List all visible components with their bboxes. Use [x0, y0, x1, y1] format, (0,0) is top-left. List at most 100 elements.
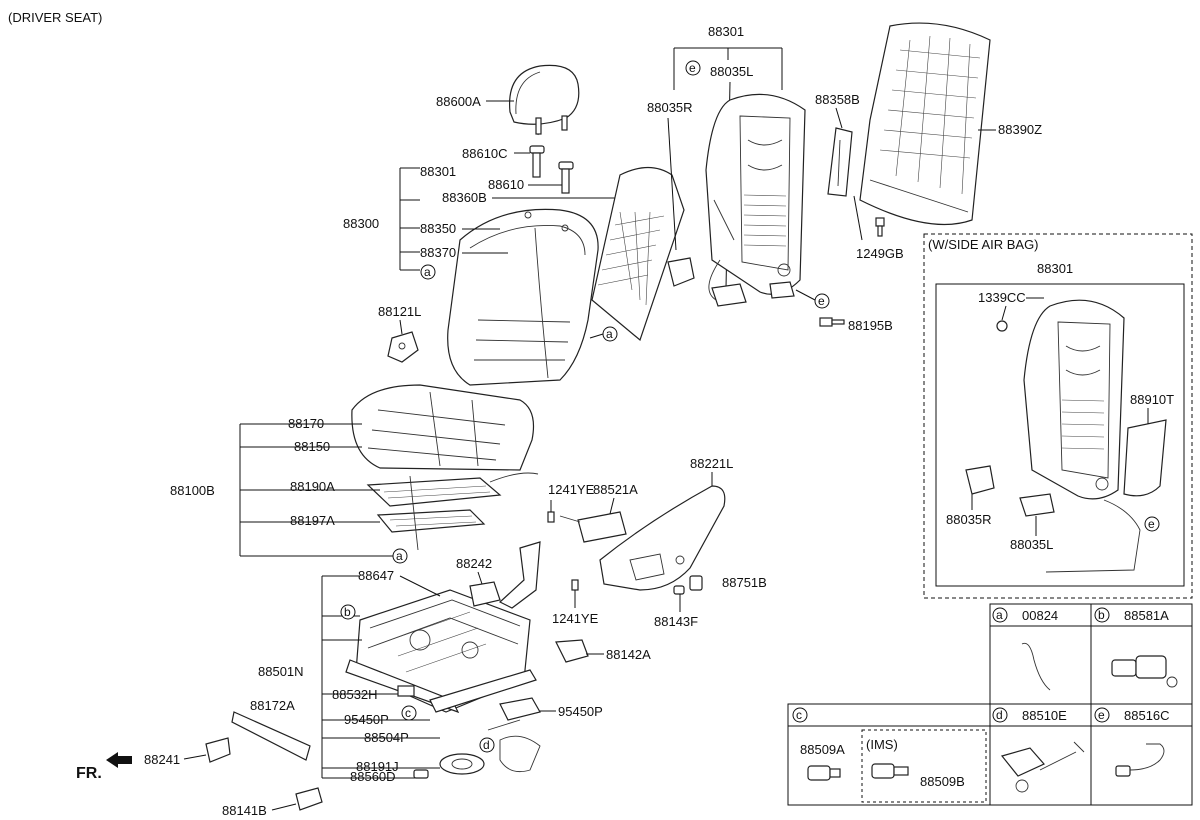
seatback-cushion-drawing: [447, 208, 599, 386]
label-88195B: 88195B: [848, 318, 893, 333]
table-part-ims: 88509B: [920, 774, 965, 789]
label-88143F: 88143F: [654, 614, 698, 629]
label-88241: 88241: [144, 752, 180, 767]
callout-a-2: a: [606, 327, 613, 341]
label-95450P-b: 95450P: [558, 704, 603, 719]
trim-88358B-drawing: [827, 127, 853, 197]
label-88170: 88170: [288, 416, 324, 431]
trim-88172A-drawing: [231, 711, 311, 761]
table-part-e: 88516C: [1124, 708, 1170, 723]
label-88532H: 88532H: [332, 687, 378, 702]
label-88910T: 88910T: [1130, 392, 1174, 407]
backboard-88390Z-drawing: [859, 22, 991, 226]
switch-88509A-icon: [807, 765, 841, 781]
cover-88242-drawing: [469, 541, 541, 609]
label-88301-sab: 88301: [1037, 261, 1073, 276]
table-callout-c: c: [796, 708, 802, 722]
label-88301-top: 88301: [708, 24, 744, 39]
label-88100B: 88100B: [170, 483, 215, 498]
label-1241YE-b: 1241YE: [552, 611, 599, 626]
label-95450P-a: 95450P: [344, 712, 389, 727]
table-callout-b: b: [1098, 608, 1105, 622]
bracket-88301-top: [673, 47, 783, 90]
lower-parts-drawing: [413, 719, 541, 779]
callout-c-1: c: [405, 706, 411, 720]
table-callout-d: d: [996, 708, 1003, 722]
heater-mat-drawing: [591, 166, 685, 342]
callout-e-1: e: [689, 61, 696, 75]
airbag-88910T-drawing: [1045, 419, 1167, 573]
label-88190A: 88190A: [290, 479, 335, 494]
label-1241YE-a: 1241YE: [548, 482, 595, 497]
label-88242: 88242: [456, 556, 492, 571]
label-88035L-sab: 88035L: [1010, 537, 1053, 552]
label-88610: 88610: [488, 177, 524, 192]
diagram-title: (DRIVER SEAT): [8, 10, 102, 25]
headrest-guide-drawing: [529, 145, 574, 194]
seatback-frame-drawing: [667, 93, 806, 307]
cover-88241-drawing: [205, 737, 231, 763]
label-88610C: 88610C: [462, 146, 508, 161]
ims-title: (IMS): [866, 737, 898, 752]
module-95450P-drawing: [499, 697, 541, 721]
label-88191J: 88191J: [356, 759, 399, 774]
label-88358B: 88358B: [815, 92, 860, 107]
seat-cushion-drawing: [351, 384, 535, 471]
callout-d-1: d: [483, 738, 490, 752]
label-88197A: 88197A: [290, 513, 335, 528]
callout-a-1: a: [424, 265, 431, 279]
bracket-88121L-drawing: [387, 331, 419, 363]
label-88141B: 88141B: [222, 803, 267, 818]
motor-88581A-icon: [1111, 655, 1178, 688]
gearbox-88510E-icon: [1000, 741, 1085, 793]
switch-88532H-drawing: [397, 685, 415, 697]
cushion-heater-drawing: [366, 472, 539, 551]
screw-1249GB-drawing: [875, 217, 885, 237]
table-part-d: 88510E: [1022, 708, 1067, 723]
side-shield-88221L-drawing: [599, 485, 726, 591]
nut-1339CC-drawing: [996, 305, 1008, 332]
ims-box: [861, 729, 987, 803]
label-88142A: 88142A: [606, 647, 651, 662]
cover-88141B-drawing: [295, 787, 323, 811]
label-88035R-top: 88035R: [647, 100, 693, 115]
label-88121L: 88121L: [378, 304, 421, 319]
label-88647: 88647: [358, 568, 394, 583]
front-arrow-icon: [106, 752, 132, 768]
label-1249GB: 1249GB: [856, 246, 904, 261]
label-88301-a: 88301: [420, 164, 456, 179]
label-88350: 88350: [420, 221, 456, 236]
cover-88142A-drawing: [555, 639, 589, 663]
label-88370: 88370: [420, 245, 456, 260]
label-88521A: 88521A: [593, 482, 638, 497]
callout-e-2: e: [818, 294, 825, 308]
label-88501N: 88501N: [258, 664, 304, 679]
callout-b-1: b: [344, 605, 351, 619]
side-airbag-box: [923, 233, 1193, 599]
parts-table: [787, 603, 1193, 806]
bracket-88300: [399, 167, 420, 271]
label-88360B: 88360B: [442, 190, 487, 205]
label-88035R-sab: 88035R: [946, 512, 992, 527]
label-88390Z: 88390Z: [998, 122, 1042, 137]
side-airbag-title: (W/SIDE AIR BAG): [928, 237, 1039, 252]
label-88172A: 88172A: [250, 698, 295, 713]
switch-88521A-drawing: [559, 497, 627, 543]
wire-clip-icon: [1021, 642, 1051, 691]
knob-88751B-drawing: [689, 575, 703, 591]
bracket-88100B: [239, 423, 395, 557]
label-1339CC: 1339CC: [978, 290, 1026, 305]
front-label: FR.: [76, 765, 102, 782]
label-88560D: 88560D: [350, 769, 396, 784]
label-88221L: 88221L: [690, 456, 733, 471]
callout-a-3: a: [396, 549, 403, 563]
label-88504P: 88504P: [364, 730, 409, 745]
table-part-a: 00824: [1022, 608, 1058, 623]
headrest-drawing: [508, 64, 580, 136]
table-callout-e: e: [1098, 708, 1105, 722]
table-callout-a: a: [996, 608, 1003, 622]
label-88751B: 88751B: [722, 575, 767, 590]
side-airbag-inner-box: [935, 283, 1185, 587]
table-part-b: 88581A: [1124, 608, 1169, 623]
